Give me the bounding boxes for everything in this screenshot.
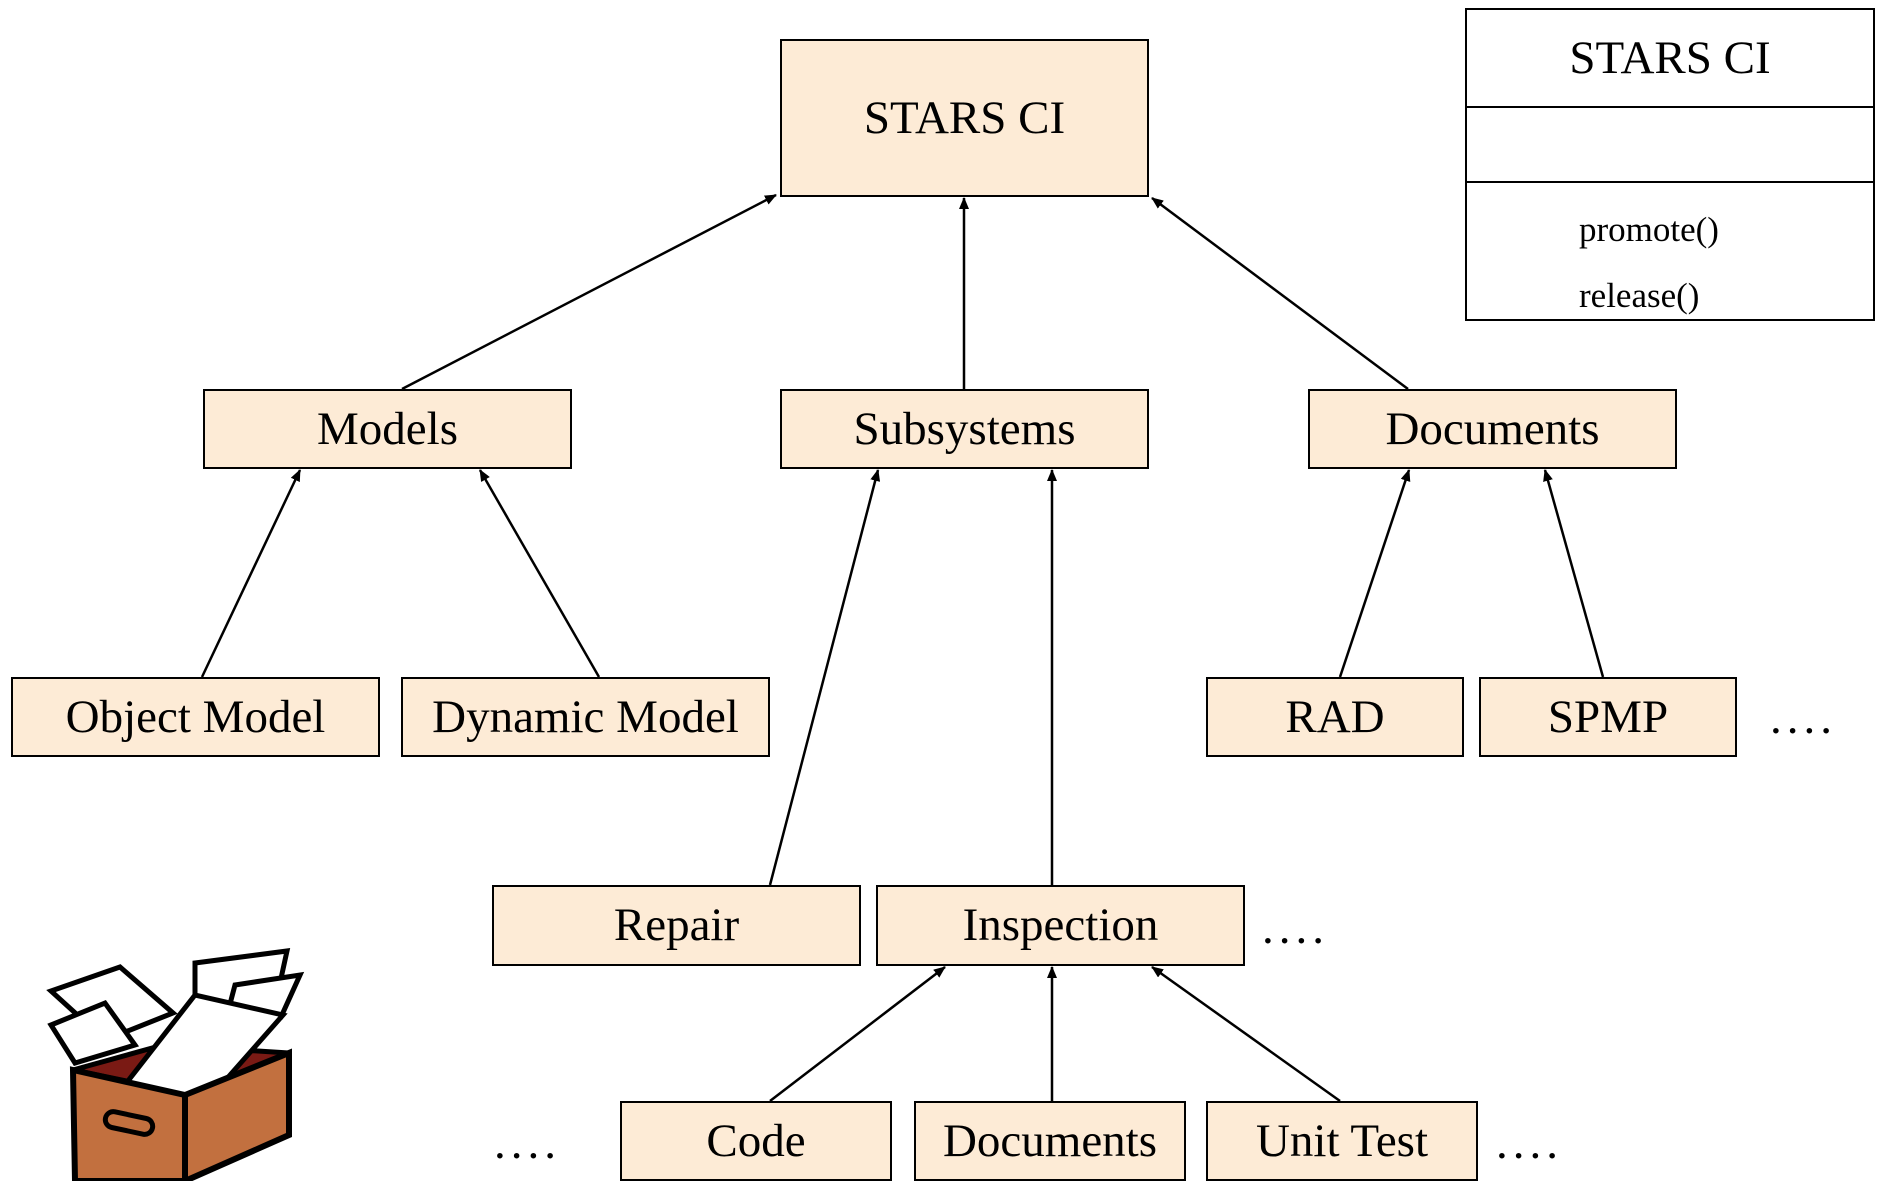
node-dynamic-model: Dynamic Model xyxy=(401,677,770,757)
node-unit-test: Unit Test xyxy=(1206,1101,1478,1181)
ellipsis-level4-right: .... xyxy=(1496,1117,1563,1169)
arrow-object-model-to-models xyxy=(200,469,302,678)
uml-divider-bottom xyxy=(1467,181,1873,183)
ellipsis-level3: .... xyxy=(1262,902,1329,954)
ellipsis-level2: .... xyxy=(1770,692,1837,744)
arrow-spmp-to-documents xyxy=(1543,469,1605,678)
node-documents-leaf: Documents xyxy=(914,1101,1186,1181)
node-repair: Repair xyxy=(492,885,861,966)
node-models: Models xyxy=(203,389,572,469)
arrow-repair-to-subsystems xyxy=(768,469,881,886)
open-box-with-papers-icon xyxy=(46,948,305,1181)
arrow-documents-to-root xyxy=(1151,196,1409,391)
node-code: Code xyxy=(620,1101,892,1181)
node-subsystems: Subsystems xyxy=(780,389,1149,469)
ellipsis-level4-left: .... xyxy=(494,1117,561,1169)
node-inspection: Inspection xyxy=(876,885,1245,966)
arrow-dynamic-model-to-models xyxy=(478,469,601,678)
uml-class-box: STARS CI promote() release() xyxy=(1465,8,1875,321)
node-object-model: Object Model xyxy=(11,677,380,757)
arrow-unit-test-to-inspection xyxy=(1151,965,1341,1103)
uml-divider-top xyxy=(1467,106,1873,108)
arrow-rad-to-documents xyxy=(1338,469,1411,678)
node-documents: Documents xyxy=(1308,389,1677,469)
node-root: STARS CI xyxy=(780,39,1149,197)
uml-class-name: STARS CI xyxy=(1569,32,1771,84)
uml-operation-release: release() xyxy=(1579,276,1700,315)
arrow-models-to-root xyxy=(401,193,777,391)
node-rad: RAD xyxy=(1206,677,1464,757)
arrow-code-to-inspection xyxy=(769,966,946,1102)
uml-operation-promote: promote() xyxy=(1579,210,1719,249)
node-spmp: SPMP xyxy=(1479,677,1737,757)
